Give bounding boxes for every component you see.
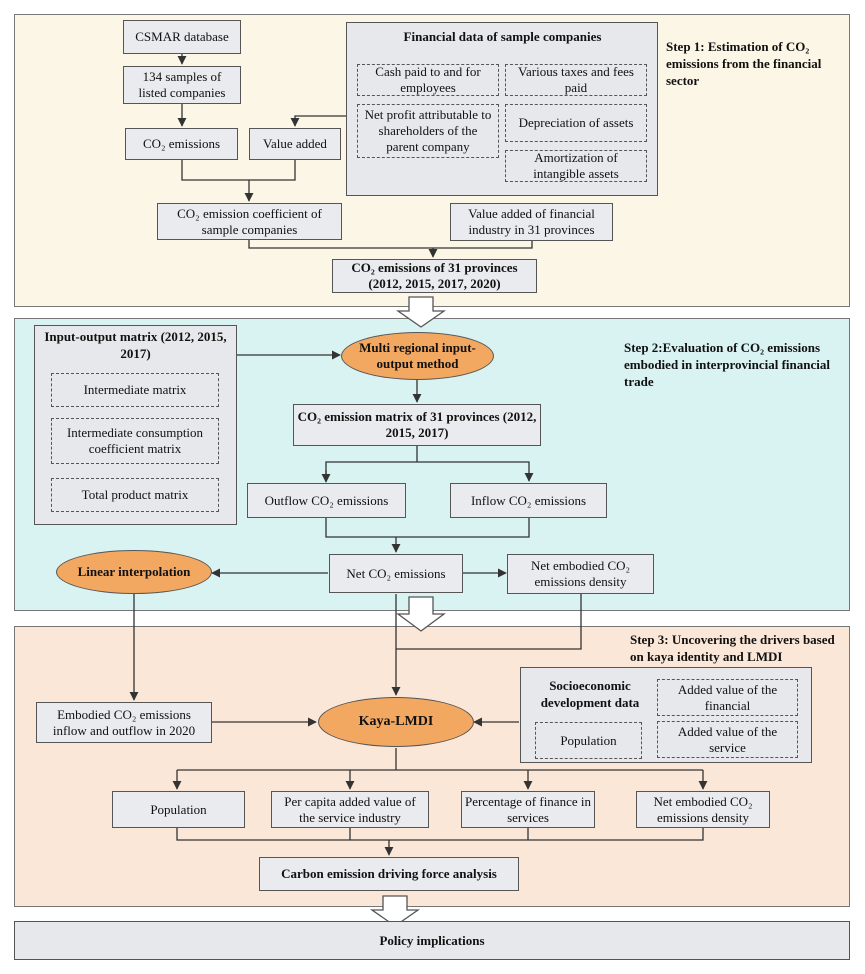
value-added-financial-box: Value added of financial industry in 31 … <box>450 203 613 241</box>
net-emissions-box: Net CO₂ emissions <box>329 554 463 593</box>
step2-label: Step 2:Evaluation of CO₂ emissions embod… <box>624 340 830 389</box>
listed-samples-box: 134 samples of listed companies <box>123 66 241 104</box>
io-item-total-product: Total product matrix <box>51 478 219 512</box>
net-density-box: Net embodied CO₂ emissions density <box>507 554 654 594</box>
inflow-emissions-box: Inflow CO₂ emissions <box>450 483 607 518</box>
financial-item-cash: Cash paid to and for employees <box>357 64 499 96</box>
driver-density-box: Net embodied CO₂ emissions density <box>636 791 770 828</box>
financial-data-title: Financial data of sample companies <box>403 29 602 44</box>
outflow-emissions-box: Outflow CO₂ emissions <box>247 483 406 518</box>
linear-interpolation-oval: Linear interpolation <box>56 550 212 594</box>
financial-data-container <box>346 22 658 196</box>
socio-item-service: Added value of the service <box>657 721 798 758</box>
socio-item-financial: Added value of the financial <box>657 679 798 716</box>
driver-finance-share-box: Percentage of finance in services <box>461 791 595 828</box>
mrio-method-oval: Multi regional input-output method <box>341 332 494 380</box>
kaya-lmdi-oval: Kaya-LMDI <box>318 697 474 747</box>
driving-force-analysis-box: Carbon emission driving force analysis <box>259 857 519 891</box>
csmar-database-box: CSMAR database <box>123 20 241 54</box>
io-matrix-title: Input-output matrix (2012, 2015, 2017) <box>44 329 227 361</box>
io-item-intermediate: Intermediate matrix <box>51 373 219 407</box>
value-added-box: Value added <box>249 128 341 160</box>
financial-item-amortization: Amortization of intangible assets <box>505 150 647 182</box>
financial-item-taxes: Various taxes and fees paid <box>505 64 647 96</box>
driver-per-capita-box: Per capita added value of the service in… <box>271 791 429 828</box>
co2-matrix-box: CO₂ emission matrix of 31 provinces (201… <box>293 404 541 446</box>
policy-implications-box: Policy implications <box>14 921 850 960</box>
socioeconomic-title: Socioeconomic development data <box>540 678 640 710</box>
embodied-emissions-box: Embodied CO₂ emissions inflow and outflo… <box>36 702 212 743</box>
emission-coefficient-box: CO₂ emission coefficient of sample compa… <box>157 203 342 240</box>
financial-item-net-profit: Net profit attributable to shareholders … <box>357 104 499 158</box>
financial-item-depreciation: Depreciation of assets <box>505 104 647 142</box>
io-matrix-container <box>34 325 237 525</box>
socio-item-population: Population <box>535 722 642 759</box>
co2-emissions-box: CO₂ emissions <box>125 128 238 160</box>
driver-population-box: Population <box>112 791 245 828</box>
step1-label: Step 1: Estimation of CO₂ emissions from… <box>666 39 822 88</box>
io-item-coefficient: Intermediate consumption coefficient mat… <box>51 418 219 464</box>
step3-label: Step 3: Uncovering the drivers based on … <box>630 632 835 664</box>
province-emissions-box: CO₂ emissions of 31 provinces (2012, 201… <box>332 259 537 293</box>
